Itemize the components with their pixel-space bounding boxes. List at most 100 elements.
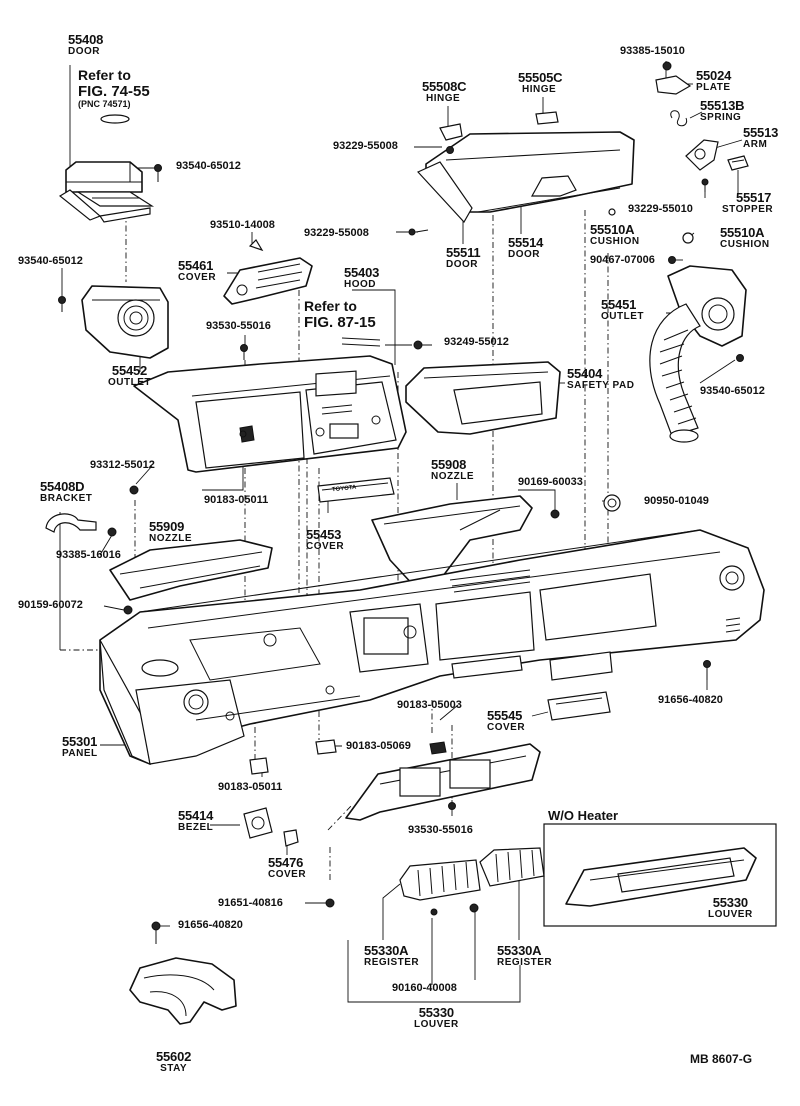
- label-93540-c: 93540-65012: [700, 385, 765, 397]
- part-55301-panel: [99, 529, 765, 766]
- part-number: 55545: [487, 708, 523, 723]
- part-name: REGISTER: [364, 957, 420, 968]
- label-93229-c: 93229-55010: [628, 203, 693, 215]
- part-55451-outlet: [649, 265, 747, 443]
- part-number: 55330A: [497, 943, 542, 958]
- part-name: COVER: [306, 541, 345, 552]
- part-55414-bezel: [243, 807, 273, 839]
- label-90183-b: 90183-05011: [218, 781, 283, 793]
- part-name: DOOR: [508, 249, 540, 260]
- label-93385-a: 93385-15010: [620, 45, 685, 57]
- label-90183-d: 90183-05069: [346, 740, 411, 752]
- label-55514: 55514 DOOR: [508, 236, 543, 260]
- part-number: 55453: [306, 527, 342, 542]
- label-93229-a: 93229-55008: [333, 140, 398, 152]
- part-number: 55476: [268, 855, 304, 870]
- part-number: 55511: [446, 245, 481, 260]
- part-name: ARM: [743, 139, 768, 150]
- part-name: SPRING: [700, 112, 742, 123]
- label-55330A-1: 55330A REGISTER: [364, 944, 419, 968]
- part-55602-stay: [129, 957, 237, 1025]
- part-name: BRACKET: [40, 493, 93, 504]
- part-name: CUSHION: [720, 239, 770, 250]
- label-93530-b: 93530-55016: [408, 824, 473, 836]
- label-90950: 90950-01049: [644, 495, 709, 507]
- part-number: 55909: [149, 519, 185, 534]
- part-name: STOPPER: [722, 204, 774, 215]
- part-number: 55510A: [590, 222, 635, 237]
- label-55461: 55461 COVER: [178, 259, 216, 283]
- refer-note-1: Refer to FIG. 74-55 (PNC 74571): [78, 68, 150, 109]
- part-number: 55403: [344, 265, 380, 280]
- label-55510A-1: 55510A CUSHION: [590, 223, 640, 247]
- label-91656-b: 91656-40820: [178, 919, 243, 931]
- label-55453: 55453 COVER: [306, 528, 344, 552]
- wo-heater-box: [543, 823, 777, 927]
- part-name: REGISTER: [497, 957, 553, 968]
- part-name: DOOR: [446, 259, 478, 270]
- label-55414: 55414 BEZEL: [178, 809, 213, 833]
- label-55404: 55404 SAFETY PAD: [567, 367, 634, 391]
- label-93510: 93510-14008: [210, 219, 275, 231]
- part-55545-cover: [547, 691, 611, 721]
- wo-heater-title: W/O Heater: [548, 808, 619, 823]
- label-55403: 55403 HOOD: [344, 266, 379, 290]
- part-55330-louver-main: [345, 741, 541, 821]
- label-55602: 55602 STAY: [156, 1050, 191, 1074]
- part-number: 55517: [736, 190, 772, 205]
- part-name: LOUVER: [708, 909, 753, 920]
- part-number: 55451: [601, 297, 637, 312]
- part-number: 55514: [508, 235, 544, 250]
- part-name: COVER: [487, 722, 526, 733]
- label-93385-b: 93385-16016: [56, 549, 121, 561]
- part-55909-nozzle: [109, 539, 273, 601]
- label-55330-wo: 55330 LOUVER: [708, 896, 753, 920]
- label-93540-a: 93540-65012: [176, 160, 241, 172]
- refer-figure: FIG. 87-15: [304, 314, 376, 331]
- part-number: 55414: [178, 808, 214, 823]
- part-55461-cover: [223, 239, 313, 305]
- label-55330: 55330 LOUVER: [414, 1006, 459, 1030]
- label-55517: 55517 STOPPER: [722, 191, 773, 215]
- label-90183-a: 90183-05011: [204, 494, 269, 506]
- label-55330A-2: 55330A REGISTER: [497, 944, 552, 968]
- label-90183-c: 90183-05003: [397, 699, 462, 711]
- part-name: BEZEL: [178, 822, 214, 833]
- part-number: 55330: [712, 895, 748, 910]
- part-name: LOUVER: [414, 1019, 459, 1030]
- part-name: COVER: [268, 869, 307, 880]
- part-number: 55408: [68, 32, 104, 47]
- part-55452-outlet: [81, 285, 169, 359]
- part-number: 55461: [178, 258, 214, 273]
- label-55024: 55024 PLATE: [696, 69, 731, 93]
- part-55517-stopper: [727, 155, 749, 171]
- label-91651: 91651-40816: [218, 897, 283, 909]
- label-55508C: 55508C HINGE: [422, 80, 467, 104]
- part-name: DOOR: [68, 46, 100, 57]
- part-55330a-register-right: [479, 847, 545, 887]
- diagram-code: MB 8607-G: [690, 1052, 753, 1066]
- refer-line: Refer to: [78, 67, 131, 83]
- label-90467: 90467-07006: [590, 254, 655, 266]
- label-55909: 55909 NOZZLE: [149, 520, 192, 544]
- part-55514-door: [416, 111, 635, 224]
- part-name: COVER: [178, 272, 217, 283]
- label-55511: 55511 DOOR: [446, 245, 481, 270]
- part-number: 55510A: [720, 225, 765, 240]
- part-55408-door: [58, 114, 155, 223]
- label-90160: 90160-40008: [392, 982, 457, 994]
- label-55510A-2: 55510A CUSHION: [720, 226, 770, 250]
- label-55408: 55408 DOOR: [68, 33, 103, 57]
- part-55908-nozzle: [371, 495, 533, 589]
- label-55451: 55451 OUTLET: [601, 298, 644, 322]
- label-55452: 55452 OUTLET: [108, 364, 151, 388]
- part-number: 55301: [62, 734, 98, 749]
- part-55024-plate: [655, 61, 692, 95]
- part-number: 55330A: [364, 943, 409, 958]
- part-name: STAY: [160, 1063, 188, 1074]
- part-name: OUTLET: [601, 311, 644, 322]
- part-number: 55452: [111, 363, 148, 378]
- refer-pnc: (PNC 74571): [78, 99, 131, 109]
